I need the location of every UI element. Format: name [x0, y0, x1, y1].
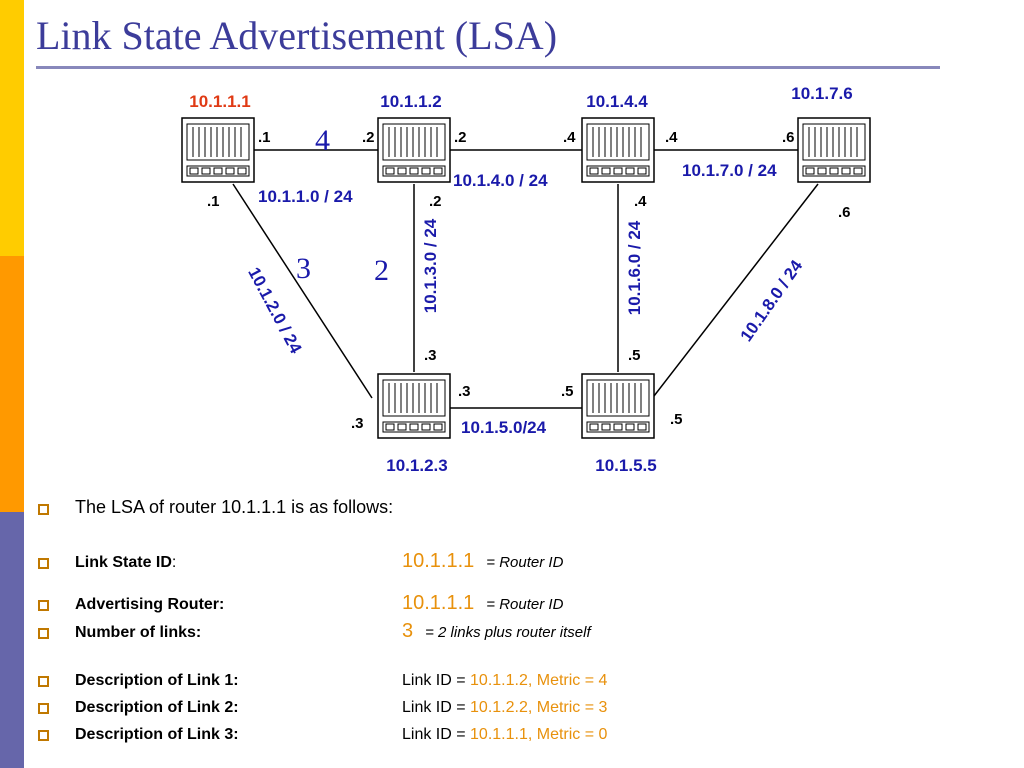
router-r4-name: 10.1.7.6	[791, 84, 852, 103]
link-1-desc: Link ID = 10.1.1.2, Metric = 4	[402, 672, 608, 689]
link-2-label: Description of Link 2:	[75, 699, 239, 716]
link-1-label: Description of Link 1:	[75, 672, 239, 689]
side-bar-orange	[0, 256, 24, 512]
port-label: .1	[207, 193, 220, 210]
router-r6-icon	[581, 373, 655, 439]
port-label: .5	[561, 383, 574, 400]
network-diagram: 10.1.1.1 10.1.1.2 10.1.4.4 10.1.7.6 10.1…	[181, 84, 871, 475]
port-label: .6	[782, 129, 795, 146]
port-label: .4	[634, 193, 647, 210]
metric-label: 3	[296, 252, 311, 285]
router-r5-name: 10.1.2.3	[386, 456, 447, 475]
link-r4-r6	[653, 183, 819, 397]
slide-title: Link State Advertisement (LSA)	[36, 13, 558, 58]
link-state-id-value: 10.1.1.1= Router ID	[402, 550, 564, 572]
port-label: .6	[838, 204, 851, 221]
advertising-router-value: 10.1.1.1= Router ID	[402, 592, 564, 614]
port-label: .2	[429, 193, 442, 210]
number-of-links-value: 3= 2 links plus router itself	[402, 620, 591, 642]
link-2-desc: Link ID = 10.1.2.2, Metric = 3	[402, 699, 608, 716]
network-label: 10.1.4.0 / 24	[453, 171, 548, 190]
router-r3-icon	[581, 117, 655, 183]
bullet-square-icon	[38, 730, 49, 741]
port-label: .5	[670, 411, 683, 428]
router-r1-name: 10.1.1.1	[189, 92, 250, 111]
metric-label: 2	[374, 254, 389, 287]
port-label: .3	[424, 347, 437, 364]
side-bar-yellow	[0, 0, 24, 256]
number-of-links-label: Number of links:	[75, 624, 202, 641]
title-underline	[36, 66, 940, 69]
link-state-id-label: Link State ID:	[75, 554, 177, 571]
bullet-square-icon	[38, 628, 49, 639]
link-3-label: Description of Link 3:	[75, 726, 239, 743]
bullet-square-icon	[38, 504, 49, 515]
port-label: .3	[458, 383, 471, 400]
advertising-router-label: Advertising Router:	[75, 596, 225, 613]
network-label: 10.1.3.0 / 24	[421, 218, 440, 313]
port-label: .3	[351, 415, 364, 432]
port-label: .2	[362, 129, 375, 146]
network-label: 10.1.1.0 / 24	[258, 187, 353, 206]
bullet-square-icon	[38, 676, 49, 687]
bullet-square-icon	[38, 558, 49, 569]
router-r1-icon	[181, 117, 255, 183]
network-label: 10.1.6.0 / 24	[625, 220, 644, 315]
port-label: .4	[563, 129, 576, 146]
port-label: .2	[454, 129, 467, 146]
network-label: 10.1.8.0 / 24	[737, 256, 807, 345]
network-label: 10.1.7.0 / 24	[682, 161, 777, 180]
lsa-intro-text: The LSA of router 10.1.1.1 is as follows…	[75, 497, 394, 517]
network-label: 10.1.5.0/24	[461, 418, 547, 437]
bullet-square-icon	[38, 703, 49, 714]
port-label: .4	[665, 129, 678, 146]
side-bar-purple	[0, 512, 24, 768]
router-r5-icon	[377, 373, 451, 439]
router-r3-name: 10.1.4.4	[586, 92, 648, 111]
bullet-square-icon	[38, 600, 49, 611]
router-r6-name: 10.1.5.5	[595, 456, 656, 475]
router-r4-icon	[797, 117, 871, 183]
port-label: .5	[628, 347, 641, 364]
link-r1-r5	[232, 183, 373, 399]
router-r2-icon	[377, 117, 451, 183]
metric-label: 4	[315, 124, 330, 157]
port-label: .1	[258, 129, 271, 146]
router-r2-name: 10.1.1.2	[380, 92, 441, 111]
link-3-desc: Link ID = 10.1.1.1, Metric = 0	[402, 726, 608, 743]
